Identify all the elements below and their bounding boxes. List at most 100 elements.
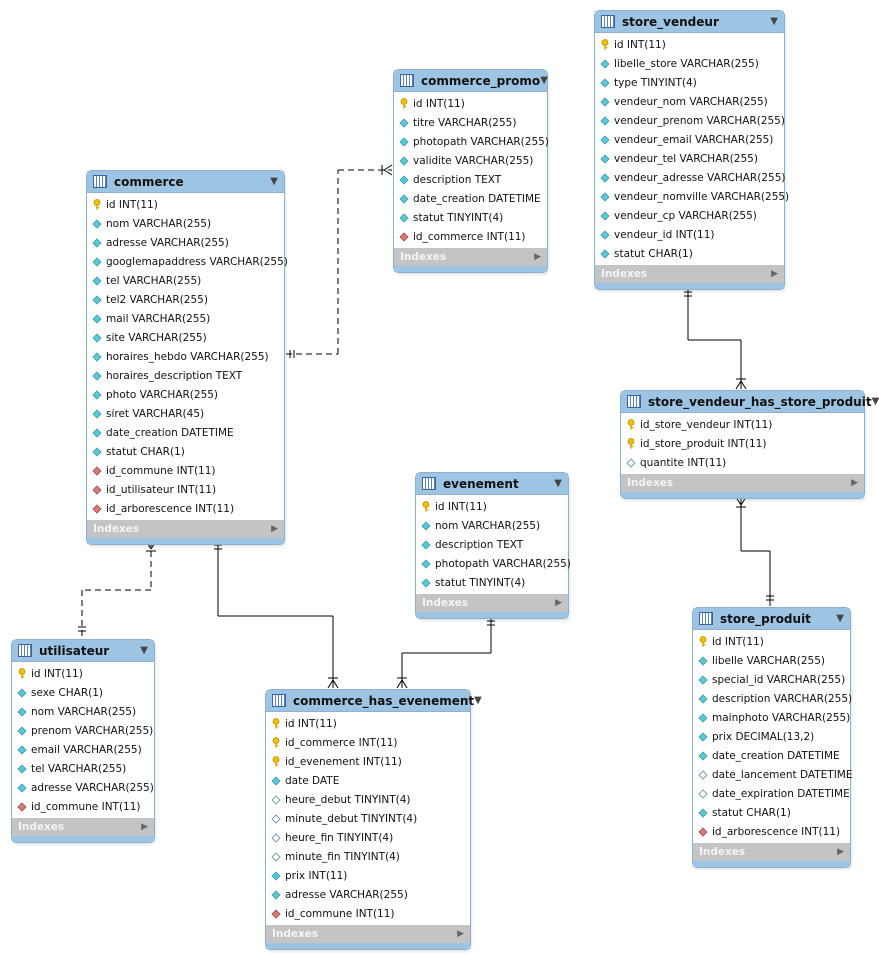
column-row[interactable]: id_arborescence INT(11)	[693, 822, 850, 841]
column-row[interactable]: vendeur_nomville VARCHAR(255)	[595, 187, 789, 206]
column-row[interactable]: horaires_description TEXT	[87, 366, 284, 385]
column-row[interactable]: photopath VARCHAR(255)	[416, 554, 571, 573]
column-row[interactable]: mail VARCHAR(255)	[87, 309, 284, 328]
indexes-bar[interactable]: Indexes▶	[394, 248, 547, 266]
column-row[interactable]: id_commune INT(11)	[12, 797, 154, 816]
table-header[interactable]: store_vendeur_has_store_produit▼	[621, 391, 879, 413]
column-row[interactable]: tel2 VARCHAR(255)	[87, 290, 284, 309]
column-row[interactable]: id INT(11)	[12, 664, 154, 683]
column-row[interactable]: vendeur_adresse VARCHAR(255)	[595, 168, 785, 187]
column-row[interactable]: id INT(11)	[266, 714, 470, 733]
table-header[interactable]: commerce▼	[87, 171, 284, 193]
column-row[interactable]: id INT(11)	[595, 35, 784, 54]
column-row[interactable]: libelle_store VARCHAR(255)	[595, 54, 784, 73]
indexes-bar[interactable]: Indexes▶	[693, 843, 850, 861]
column-row[interactable]: nom VARCHAR(255)	[87, 214, 284, 233]
column-row[interactable]: id_arborescence INT(11)	[87, 499, 284, 518]
column-row[interactable]: quantite INT(11)	[621, 453, 864, 472]
column-row[interactable]: statut CHAR(1)	[595, 244, 784, 263]
column-row[interactable]: vendeur_prenom VARCHAR(255)	[595, 111, 785, 130]
column-row[interactable]: libelle VARCHAR(255)	[693, 651, 850, 670]
column-row[interactable]: date_creation DATETIME	[693, 746, 850, 765]
column-row[interactable]: tel VARCHAR(255)	[87, 271, 284, 290]
column-row[interactable]: mainphoto VARCHAR(255)	[693, 708, 850, 727]
column-row[interactable]: prix INT(11)	[266, 866, 470, 885]
column-row[interactable]: horaires_hebdo VARCHAR(255)	[87, 347, 284, 366]
column-row[interactable]: description VARCHAR(255)	[693, 689, 852, 708]
collapse-caret-icon[interactable]: ▼	[540, 75, 548, 86]
table-header[interactable]: commerce_promo▼	[394, 70, 548, 92]
indexes-bar[interactable]: Indexes▶	[416, 594, 568, 612]
column-row[interactable]: id_utilisateur INT(11)	[87, 480, 284, 499]
column-row[interactable]: nom VARCHAR(255)	[416, 516, 568, 535]
column-row[interactable]: description TEXT	[394, 170, 547, 189]
column-row[interactable]: id INT(11)	[394, 94, 547, 113]
column-row[interactable]: vendeur_tel VARCHAR(255)	[595, 149, 784, 168]
column-row[interactable]: minute_debut TINYINT(4)	[266, 809, 470, 828]
collapse-caret-icon[interactable]: ▼	[474, 695, 482, 706]
column-row[interactable]: statut CHAR(1)	[693, 803, 850, 822]
indexes-bar[interactable]: Indexes▶	[621, 474, 864, 492]
expand-arrow-icon[interactable]: ▶	[837, 847, 844, 857]
table-commerce[interactable]: commerce▼ id INT(11)nom VARCHAR(255)adres…	[86, 170, 288, 545]
column-row[interactable]: adresse VARCHAR(255)	[12, 778, 154, 797]
column-row[interactable]: id_commerce INT(11)	[266, 733, 470, 752]
expand-arrow-icon[interactable]: ▶	[271, 524, 278, 534]
table-header[interactable]: utilisateur▼	[12, 640, 154, 662]
column-row[interactable]: vendeur_id INT(11)	[595, 225, 784, 244]
column-row[interactable]: description TEXT	[416, 535, 568, 554]
collapse-caret-icon[interactable]: ▼	[270, 176, 278, 187]
column-row[interactable]: adresse VARCHAR(255)	[266, 885, 470, 904]
column-row[interactable]: photo VARCHAR(255)	[87, 385, 284, 404]
column-row[interactable]: id_evenement INT(11)	[266, 752, 470, 771]
collapse-caret-icon[interactable]: ▼	[871, 396, 879, 407]
column-row[interactable]: statut TINYINT(4)	[394, 208, 547, 227]
column-row[interactable]: special_id VARCHAR(255)	[693, 670, 850, 689]
column-row[interactable]: prenom VARCHAR(255)	[12, 721, 154, 740]
column-row[interactable]: statut TINYINT(4)	[416, 573, 568, 592]
column-row[interactable]: id_store_produit INT(11)	[621, 434, 864, 453]
column-row[interactable]: nom VARCHAR(255)	[12, 702, 154, 721]
column-row[interactable]: date DATE	[266, 771, 470, 790]
column-row[interactable]: vendeur_nom VARCHAR(255)	[595, 92, 784, 111]
expand-arrow-icon[interactable]: ▶	[555, 598, 562, 608]
column-row[interactable]: statut CHAR(1)	[87, 442, 284, 461]
table-header[interactable]: store_vendeur▼	[595, 11, 784, 33]
column-row[interactable]: validite VARCHAR(255)	[394, 151, 547, 170]
column-row[interactable]: tel VARCHAR(255)	[12, 759, 154, 778]
collapse-caret-icon[interactable]: ▼	[554, 478, 562, 489]
column-row[interactable]: heure_fin TINYINT(4)	[266, 828, 470, 847]
column-row[interactable]: vendeur_email VARCHAR(255)	[595, 130, 784, 149]
table-utilisateur[interactable]: utilisateur▼ id INT(11)sexe CHAR(1)nom VA…	[11, 639, 155, 843]
indexes-bar[interactable]: Indexes▶	[595, 265, 784, 283]
column-row[interactable]: id_store_vendeur INT(11)	[621, 415, 864, 434]
collapse-caret-icon[interactable]: ▼	[140, 645, 148, 656]
column-row[interactable]: date_creation DATETIME	[87, 423, 284, 442]
column-row[interactable]: siret VARCHAR(45)	[87, 404, 284, 423]
column-row[interactable]: id INT(11)	[416, 497, 568, 516]
collapse-caret-icon[interactable]: ▼	[836, 613, 844, 624]
indexes-bar[interactable]: Indexes▶	[12, 818, 154, 836]
column-row[interactable]: id_commune INT(11)	[87, 461, 284, 480]
column-row[interactable]: minute_fin TINYINT(4)	[266, 847, 470, 866]
column-row[interactable]: site VARCHAR(255)	[87, 328, 284, 347]
column-row[interactable]: date_lancement DATETIME	[693, 765, 852, 784]
column-row[interactable]: titre VARCHAR(255)	[394, 113, 547, 132]
column-row[interactable]: type TINYINT(4)	[595, 73, 784, 92]
column-row[interactable]: sexe CHAR(1)	[12, 683, 154, 702]
table-header[interactable]: commerce_has_evenement▼	[266, 690, 482, 712]
column-row[interactable]: googlemapaddress VARCHAR(255)	[87, 252, 288, 271]
table-commerce-promo[interactable]: commerce_promo▼id INT(11)titre VARCHAR(2…	[393, 69, 549, 273]
table-header[interactable]: store_produit▼	[693, 608, 850, 630]
column-row[interactable]: id_commune INT(11)	[266, 904, 470, 923]
expand-arrow-icon[interactable]: ▶	[771, 269, 778, 279]
column-row[interactable]: heure_debut TINYINT(4)	[266, 790, 470, 809]
column-row[interactable]: id INT(11)	[87, 195, 284, 214]
indexes-bar[interactable]: Indexes▶	[266, 925, 470, 943]
table-store-produit[interactable]: store_produit▼id INT(11)libelle VARCHAR(…	[692, 607, 852, 868]
expand-arrow-icon[interactable]: ▶	[457, 929, 464, 939]
column-row[interactable]: prix DECIMAL(13,2)	[693, 727, 850, 746]
expand-arrow-icon[interactable]: ▶	[141, 822, 148, 832]
indexes-bar[interactable]: Indexes▶	[87, 520, 284, 538]
column-row[interactable]: adresse VARCHAR(255)	[87, 233, 284, 252]
